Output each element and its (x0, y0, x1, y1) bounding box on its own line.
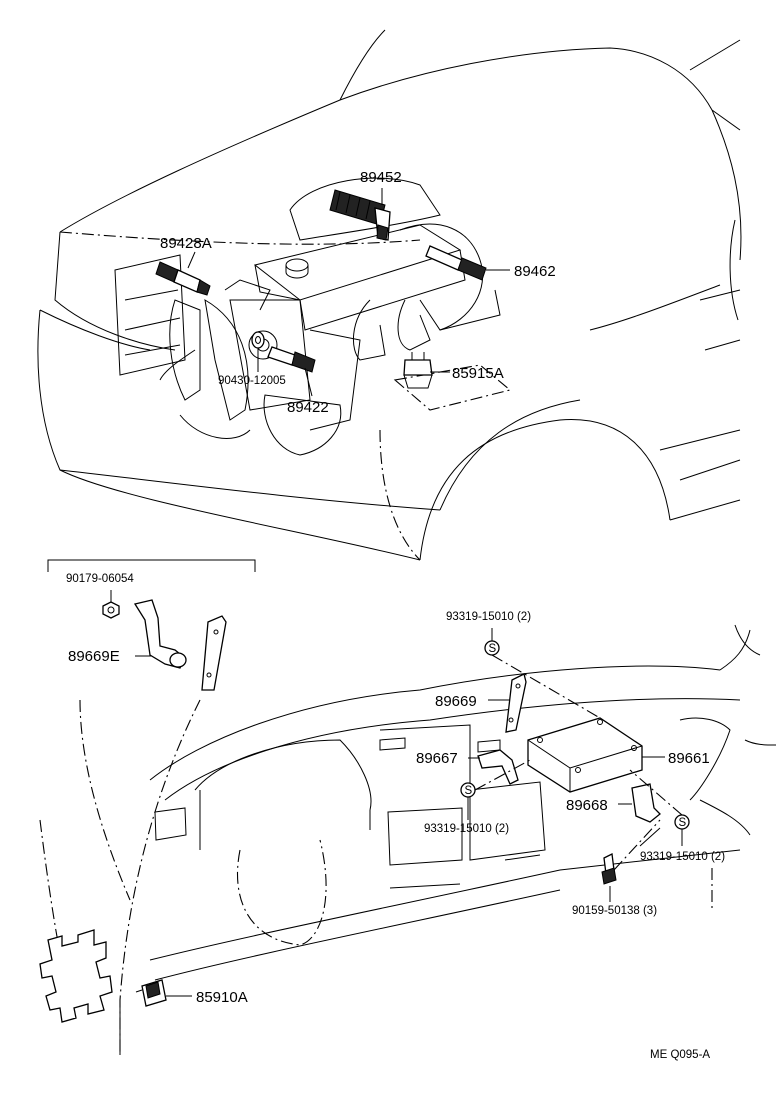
bracket-inset (47, 559, 256, 691)
bolt-90159-50138 (601, 853, 617, 885)
label-90430-12005: 90430-12005 (218, 375, 286, 387)
figure-code: ME Q095-A (650, 1049, 710, 1061)
sensor-89428a (155, 261, 211, 296)
label-93319-15010-top: 93319-15010 (2) (446, 611, 531, 623)
sensor-89462 (425, 245, 487, 281)
label-89428a: 89428A (160, 235, 212, 252)
callout-labels: 89452 89428A 89462 85915A 90430-12005 89… (66, 169, 725, 1061)
label-85915a: 85915A (452, 365, 504, 382)
label-89661: 89661 (668, 750, 710, 767)
engine-assembly (159, 177, 512, 456)
label-89667: 89667 (416, 750, 458, 767)
bracket-89669 (505, 673, 527, 733)
label-89452: 89452 (360, 169, 402, 186)
bracket-89668 (631, 783, 661, 823)
dashboard-outline (39, 624, 776, 1055)
label-89462: 89462 (514, 263, 556, 280)
label-93319-15010-mid: 93319-15010 (2) (424, 823, 509, 835)
screw-symbol-s-top: S (489, 643, 497, 655)
ecu-89661 (527, 717, 643, 793)
relay-85910a (135, 979, 167, 1007)
label-85910a: 85910A (196, 989, 248, 1006)
label-89668: 89668 (566, 797, 608, 814)
label-89669e: 89669E (68, 648, 120, 665)
label-89422: 89422 (287, 399, 329, 416)
bracket-89667 (477, 749, 519, 785)
label-93319-15010-right: 93319-15010 (2) (640, 851, 725, 863)
label-90159-50138: 90159-50138 (3) (572, 905, 657, 917)
label-89669: 89669 (435, 693, 477, 710)
sensor-89422 (267, 346, 316, 373)
connector-block-illustration (39, 929, 113, 1023)
switch-85915a (403, 352, 433, 389)
sensor-89452 (329, 189, 391, 241)
gasket-90430-12005 (251, 331, 265, 349)
lower-leader-lines (166, 628, 683, 997)
label-90179-06054: 90179-06054 (66, 573, 134, 585)
screw-symbol-s-mid: S (465, 785, 473, 797)
vehicle-front-outline (37, 29, 742, 561)
screw-symbol-s-right: S (679, 817, 687, 829)
upper-leader-lines (187, 188, 510, 397)
